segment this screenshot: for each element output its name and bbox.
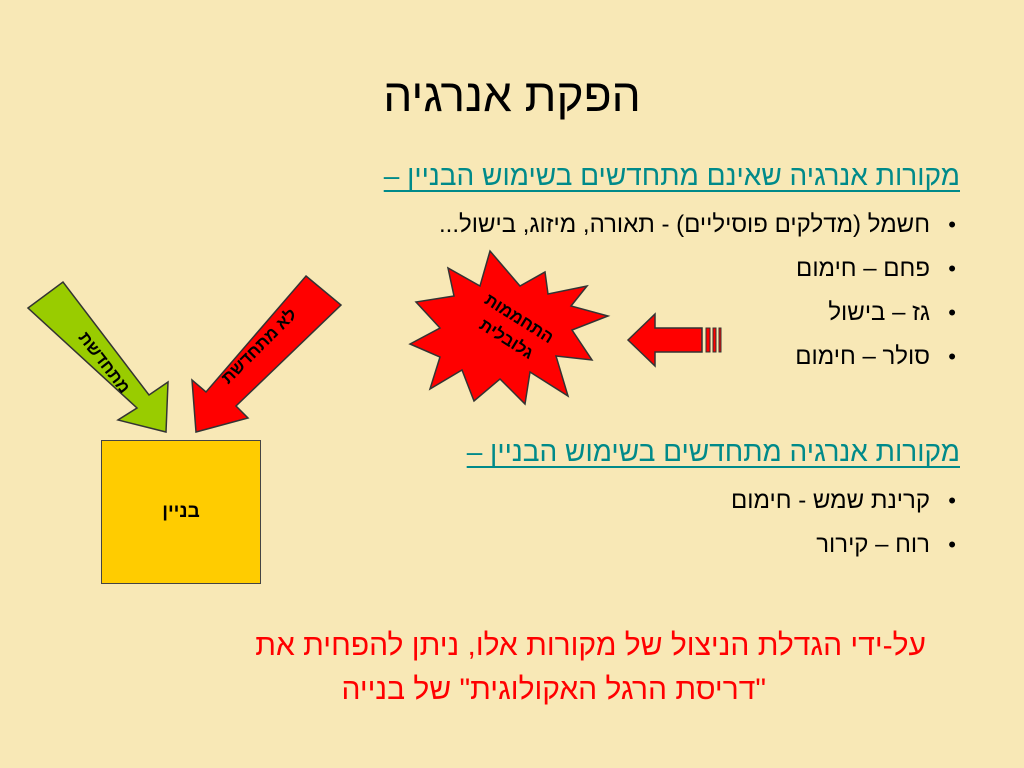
bullet-icon: •	[948, 212, 956, 237]
red-arrow-icon	[191, 274, 343, 433]
nonrenewable-heading: מקורות אנרגיה שאינם מתחדשים בשימוש הבניי…	[383, 160, 960, 191]
list-item: •פחם – חימום	[796, 255, 956, 282]
nonrenewable-list: •חשמל (מדלקים פוסיליים) - תאורה, מיזוג, …	[439, 210, 960, 386]
striped-arrow-icon	[626, 312, 722, 368]
list-item: •גז – בישול	[828, 299, 956, 326]
building-label: בניין	[162, 501, 200, 522]
conclusion-line1: על-ידי הגדלת הניצול של מקורות אלו, ניתן …	[255, 629, 926, 662]
bullet-icon: •	[948, 256, 956, 281]
conclusion-text: על-ידי הגדלת הניצול של מקורות אלו, ניתן …	[60, 624, 926, 712]
conclusion-line2: "דריסת הרגל האקולוגית" של בנייה	[341, 673, 766, 706]
list-item: •חשמל (מדלקים פוסיליים) - תאורה, מיזוג, …	[438, 211, 956, 238]
bullet-icon: •	[948, 344, 956, 369]
list-item: •סולר – חימום	[795, 343, 956, 370]
slide-title: הפקת אנרגיה	[383, 69, 641, 121]
bullet-icon: •	[948, 300, 956, 325]
renewable-heading: מקורות אנרגיה מתחדשים בשימוש הבניין –	[466, 436, 960, 467]
bullet-icon: •	[948, 532, 956, 557]
list-item: •קרינת שמש - חימום	[731, 487, 956, 514]
starburst-icon	[408, 249, 611, 406]
building-box: בניין	[101, 440, 261, 584]
green-arrow-icon	[26, 280, 169, 433]
list-item: •רוח – קירור	[816, 531, 956, 558]
renewable-list: •קרינת שמש - חימום •רוח – קירור	[731, 486, 960, 574]
bullet-icon: •	[948, 488, 956, 513]
